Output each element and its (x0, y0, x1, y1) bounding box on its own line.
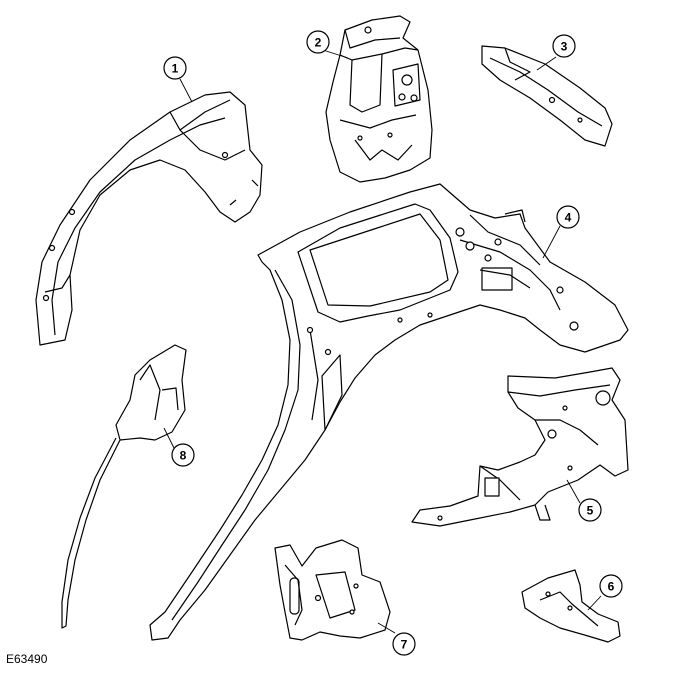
callout-7-number: 7 (401, 638, 408, 652)
part-2-pillar-inner-bracket (325, 15, 433, 183)
callout-6-number: 6 (608, 580, 615, 594)
part-4-body-side-outer (149, 183, 629, 641)
callout-2: 2 (306, 30, 330, 54)
callout-5-number: 5 (587, 504, 594, 518)
callout-3: 3 (552, 34, 576, 58)
callout-4-number: 4 (565, 211, 572, 225)
reference-code: E63490 (6, 652, 48, 666)
callout-3-number: 3 (561, 40, 568, 54)
part-7-lower-pillar-reinforcement (274, 539, 391, 641)
part-5-floor-side-member (411, 367, 629, 527)
leader-lines (163, 49, 602, 634)
part-3-roof-rail-reinforcement (481, 45, 613, 147)
callout-6: 6 (599, 574, 623, 598)
callout-2-number: 2 (315, 36, 322, 50)
callout-7: 7 (392, 632, 416, 656)
callout-5: 5 (578, 498, 602, 522)
callout-1-number: 1 (172, 62, 179, 76)
callout-4: 4 (556, 205, 580, 229)
callout-1: 1 (163, 56, 187, 80)
part-8-pillar-inner-reinforcement (61, 344, 187, 629)
callout-8-number: 8 (180, 449, 187, 463)
part-6-corner-bracket (521, 569, 621, 643)
part-1-wheelarch-inner (35, 91, 263, 346)
callout-8: 8 (171, 443, 195, 467)
